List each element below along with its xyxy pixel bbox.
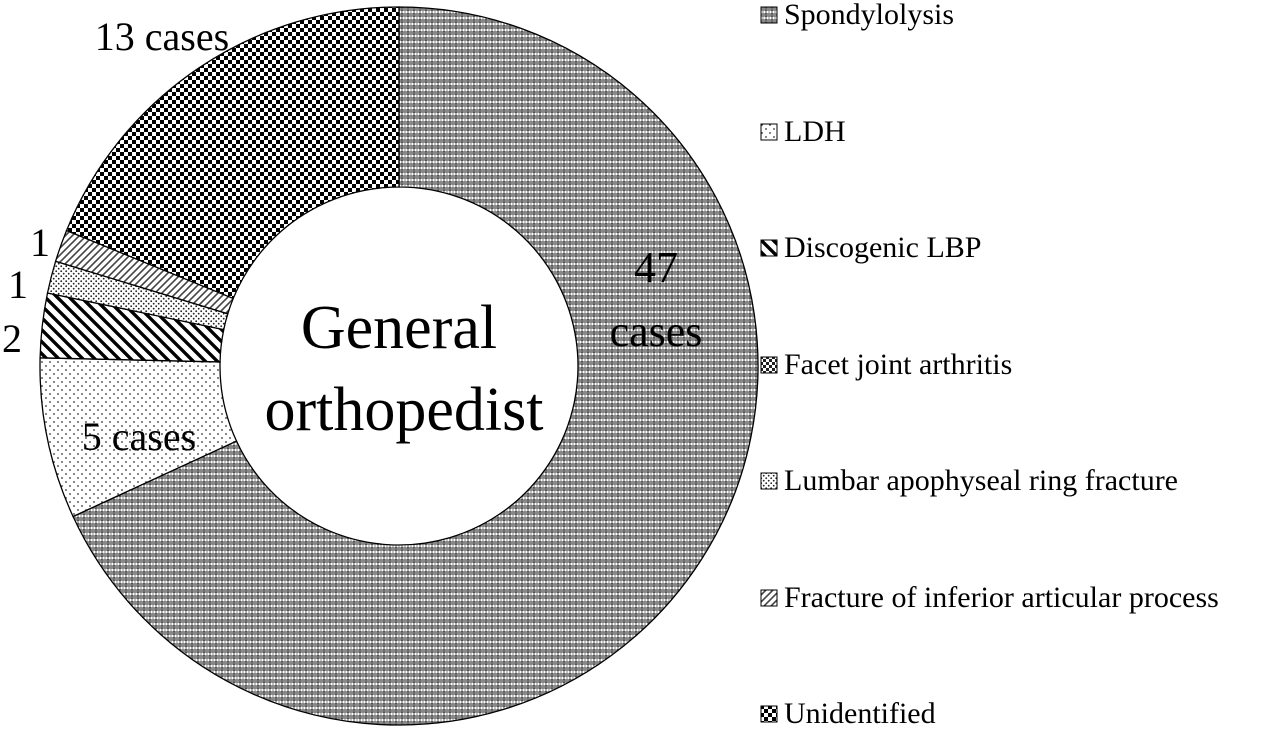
data-label-unidentified: 13 cases [95, 14, 229, 59]
legend-item-facet-joint-arthritis: Facet joint arthritis [760, 347, 1012, 383]
legend-swatch-discogenic-lbp [760, 239, 778, 257]
center-label-line-2: orthopedist [265, 376, 544, 444]
legend-label-lumbar-apophyseal-ring-fracture: Lumbar apophyseal ring fracture [784, 464, 1178, 497]
data-label-spondylolysis-line-1: 47 [634, 243, 678, 292]
legend-swatch-ldh [760, 123, 778, 140]
legend-label-unidentified: Unidentified [784, 697, 936, 730]
legend-swatch-lumbar-apophyseal-ring-fracture [760, 472, 778, 490]
legend-label-facet-joint-arthritis: Facet joint arthritis [784, 347, 1013, 381]
legend-swatch-spondylolysis [760, 6, 778, 24]
legend-item-fracture-of-inferior-articular-process: Fracture of inferior articular process [760, 580, 1219, 616]
data-label-fracture-of-inferior-articular-process: 1 [30, 220, 50, 265]
data-label-discogenic-lbp: 2 [2, 316, 22, 361]
slice-unidentified [65, 6, 400, 300]
slice-spondylolysis [72, 6, 759, 726]
center-label-group: General orthopedist [265, 294, 544, 444]
data-label-spondylolysis-line-2: cases [610, 307, 703, 356]
legend-label-discogenic-lbp: Discogenic LBP [784, 231, 982, 264]
legend-item-ldh: LDH [760, 114, 846, 150]
legend-swatch-unidentified [760, 705, 778, 723]
legend-label-spondylolysis: Spondylolysis [784, 0, 955, 31]
legend-item-unidentified: Unidentified [760, 696, 936, 732]
legend-label-fracture-of-inferior-articular-process: Fracture of inferior articular process [784, 580, 1219, 614]
legend-swatch-facet-joint-arthritis [760, 356, 778, 373]
center-label-line-1: General [301, 294, 497, 362]
legend-item-spondylolysis: Spondylolysis [760, 0, 954, 33]
legend-item-discogenic-lbp: Discogenic LBP [760, 230, 981, 266]
legend-label-ldh: LDH [784, 114, 846, 148]
legend-swatch-fracture-of-inferior-articular-process [760, 589, 778, 606]
slice-labels-layer: 47 cases 5 cases 2 11 13 cases [2, 14, 702, 459]
data-label-lumbar-apophyseal-ring-fracture: 1 [8, 262, 28, 307]
legend-item-lumbar-apophyseal-ring-fracture: Lumbar apophyseal ring fracture [760, 463, 1178, 499]
slices-layer [39, 6, 759, 726]
chart-svg: 47 cases 5 cases 2 11 13 cases General orthop… [2, 6, 759, 726]
data-label-ldh: 5 cases [82, 414, 196, 459]
